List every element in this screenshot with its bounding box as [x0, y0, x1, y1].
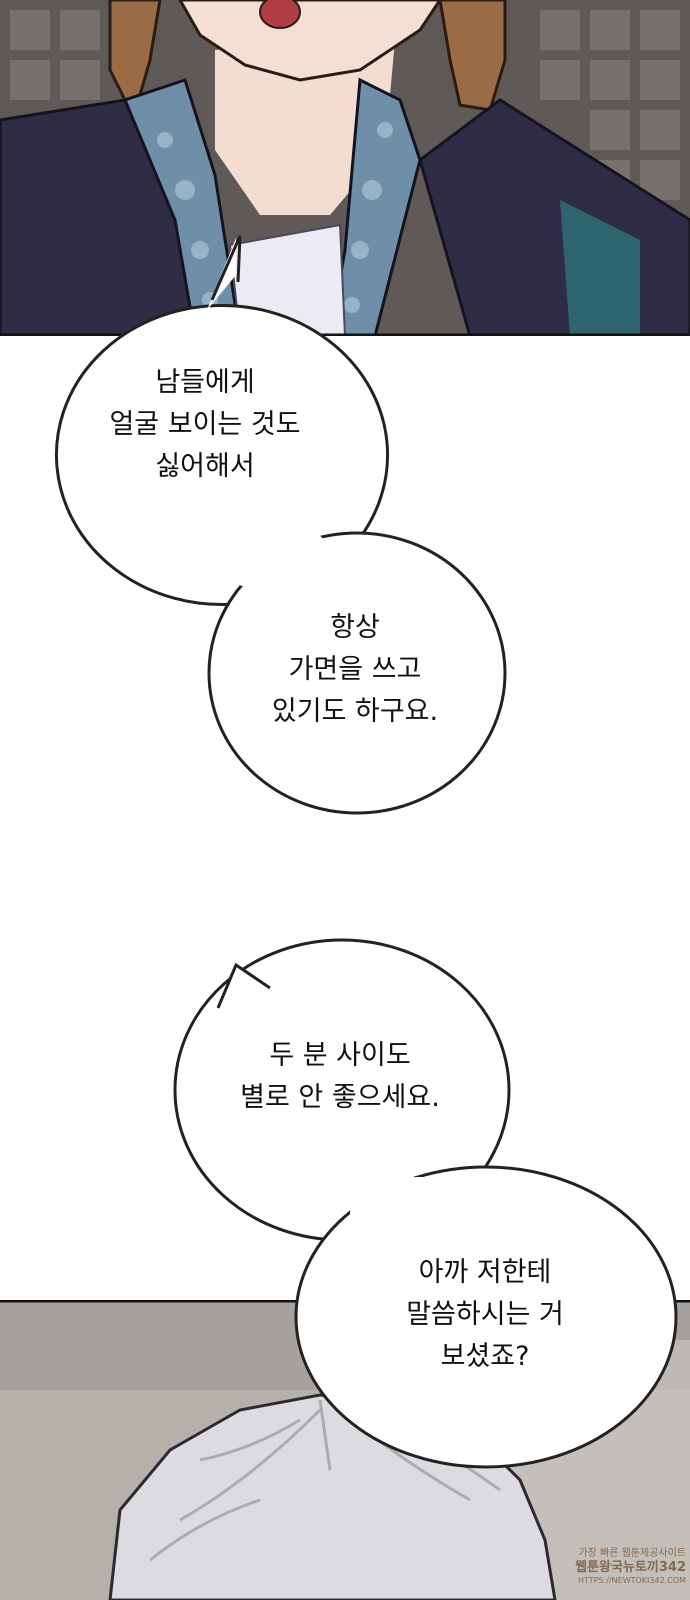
- bubble-2-line-2: 가면을 쓰고: [288, 654, 422, 685]
- top-panel-illustration: [0, 0, 690, 336]
- bubble-3-line-1: 두 분 사이도: [269, 1040, 411, 1071]
- watermark-line-3: HTTPS://NEWTOKI342.COM: [578, 1576, 686, 1585]
- watermark-line-2: 웹툰왕국뉴토끼342: [575, 1560, 686, 1575]
- speech-bubble-4-text: 아까 저한테 말씀하시는 거 보셨죠?: [360, 1252, 610, 1378]
- site-watermark: 가장 빠른 웹툰제공사이트 웹툰왕국뉴토끼342 HTTPS://NEWTOKI…: [508, 1547, 686, 1586]
- bubble-4-line-3: 보셨죠?: [440, 1341, 530, 1372]
- bubble-3-line-2: 별로 안 좋으세요.: [240, 1082, 440, 1113]
- bubble-1-line-2: 얼굴 보이는 것도: [109, 409, 301, 440]
- speech-bubble-3-text: 두 분 사이도 별로 안 좋으세요.: [200, 1035, 480, 1119]
- bubble-2-line-1: 항상: [330, 612, 380, 643]
- bubble-4-line-2: 말씀하시는 거: [406, 1299, 564, 1330]
- speech-bubble-2-text: 항상 가면을 쓰고 있기도 하구요.: [225, 607, 485, 733]
- watermark-line-1: 가장 빠른 웹툰제공사이트: [578, 1548, 686, 1559]
- bubble-2-line-3: 있기도 하구요.: [271, 696, 439, 727]
- speech-bubble-1-text: 남들에게 얼굴 보이는 것도 싫어해서: [65, 362, 345, 488]
- character-upper-body-art: [0, 0, 690, 336]
- bubble-1-line-1: 남들에게: [155, 367, 255, 398]
- bubble-1-line-3: 싫어해서: [155, 451, 255, 482]
- bubble-4-line-1: 아까 저한테: [418, 1257, 552, 1288]
